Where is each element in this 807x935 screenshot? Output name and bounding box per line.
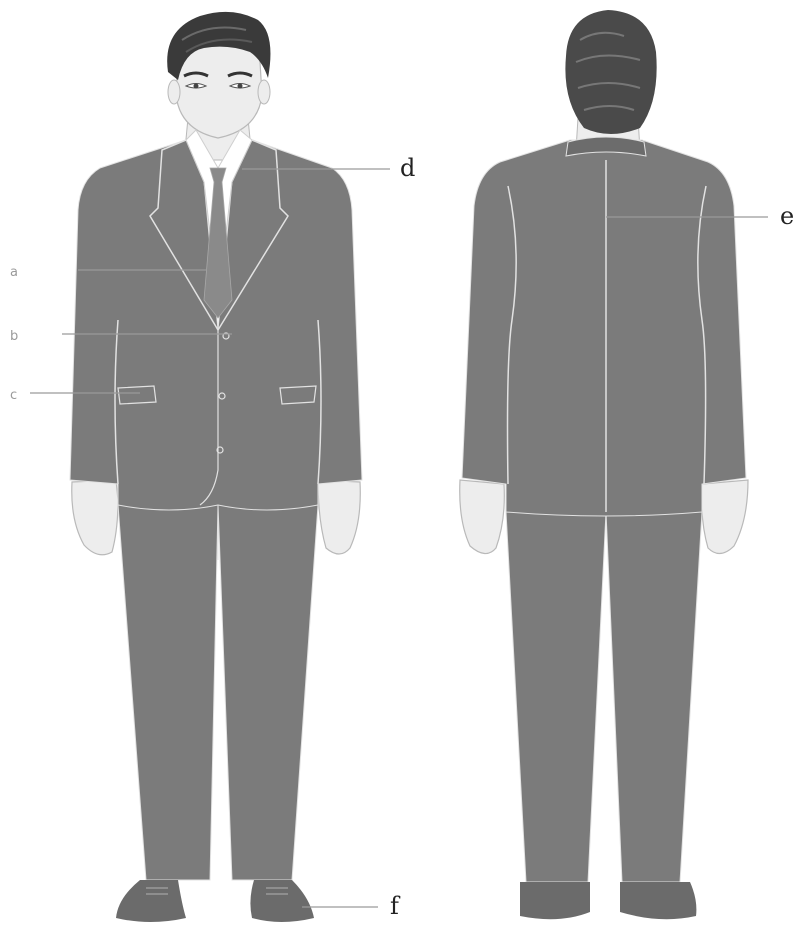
label-f: f bbox=[390, 892, 401, 920]
back-left-trouser-leg bbox=[506, 512, 606, 882]
front-right-trouser-leg bbox=[218, 505, 318, 880]
back-left-shoe bbox=[520, 882, 590, 919]
back-right-trouser-leg bbox=[606, 512, 702, 882]
front-left-hand bbox=[72, 480, 118, 555]
front-left-shoe bbox=[116, 880, 186, 922]
back-hair bbox=[565, 10, 656, 134]
back-figure bbox=[460, 10, 748, 919]
label-e: e bbox=[780, 202, 794, 230]
back-right-hand bbox=[702, 480, 748, 554]
front-right-ear bbox=[258, 80, 270, 104]
front-left-trouser-leg bbox=[118, 505, 218, 880]
back-left-hand bbox=[460, 480, 505, 554]
label-a: a bbox=[10, 265, 18, 280]
back-right-shoe bbox=[620, 882, 696, 919]
front-figure bbox=[70, 12, 362, 922]
label-d: d bbox=[400, 154, 415, 182]
front-right-shoe bbox=[250, 880, 314, 922]
front-left-ear bbox=[168, 80, 180, 104]
label-b: b bbox=[10, 329, 18, 344]
label-c: c bbox=[10, 388, 17, 403]
front-right-hand bbox=[318, 480, 360, 554]
front-face bbox=[176, 44, 262, 138]
